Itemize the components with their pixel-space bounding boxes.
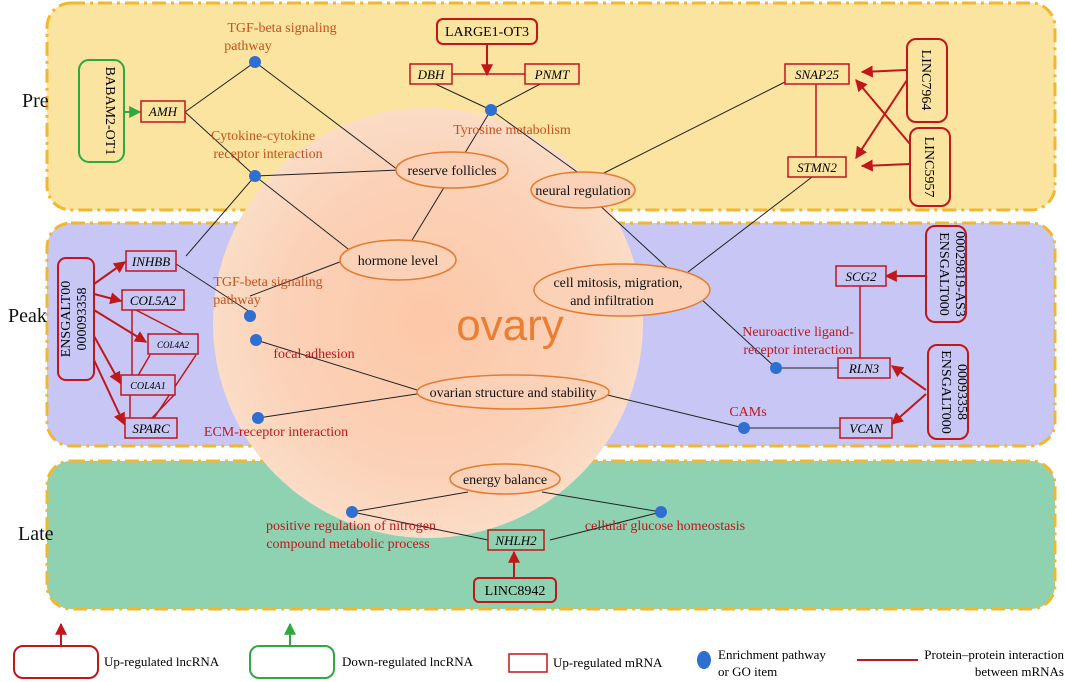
- neuroactive-label-2: receptor interaction: [743, 343, 852, 358]
- mrna-nodes: AMH DBH PNMT SNAP25 STMN2 INHBB COL5A2 C…: [120, 63, 893, 551]
- legend-enrich-dot: [697, 651, 711, 669]
- ellipse-structure: [416, 374, 610, 410]
- lnc-linc7964: LINC7964: [918, 50, 933, 111]
- ellipse-neural: [530, 171, 636, 209]
- legend-ppi-label-2: between mRNAs: [975, 664, 1064, 679]
- legend-up-mrna-swatch: [508, 653, 548, 673]
- tyrosine-label: Tyrosine metabolism: [453, 123, 571, 138]
- ellipse-energy: [449, 463, 561, 495]
- enrichment-dots: [244, 56, 782, 518]
- cams-label: CAMs: [729, 405, 766, 420]
- lnc-large1: LARGE1-OT3: [445, 25, 529, 40]
- legend-enrich-label-1: Enrichment pathway: [718, 647, 826, 662]
- mrna-inhbb: INHBB: [131, 254, 170, 269]
- tgf-pre-label-1: TGF-beta signaling: [227, 21, 336, 36]
- ovary-label: ovary: [456, 301, 564, 350]
- neural-regulation-label: neural regulation: [535, 184, 630, 199]
- lncrna-nodes: BABAM2-OT1 LARGE1-OT3 LINC7964 LINC5957 …: [57, 18, 969, 603]
- neuroactive-label-1: Neuroactive ligand-: [742, 325, 854, 340]
- tgf-peak-label-2: pathway: [213, 293, 260, 308]
- hormone-level-label: hormone level: [358, 254, 439, 269]
- ovary-circle: [213, 108, 643, 538]
- lnc-ensg-93358-right-1: ENSGALT000: [938, 350, 953, 434]
- mrna-rln3: RLN3: [848, 361, 880, 376]
- legend-up-mrna-label: Up-regulated mRNA: [553, 655, 663, 670]
- dot-focal: [250, 334, 262, 346]
- lnc-babam2: BABAM2-OT1: [102, 67, 117, 156]
- mrna-snap25: SNAP25: [795, 67, 840, 82]
- energy-balance-label: energy balance: [463, 473, 547, 488]
- lnc-linc5957: LINC5957: [921, 137, 936, 198]
- lnc-ensg-peak-left-2: 000093358: [75, 288, 90, 351]
- focal-label: focal adhesion: [273, 347, 354, 362]
- nitrogen-label-1: positive regulation of nitrogen: [266, 519, 436, 534]
- legend-down-lnc-swatch: [249, 645, 335, 679]
- tgf-peak-label-1: TGF-beta signaling: [213, 275, 322, 290]
- reserve-follicles-label: reserve follicles: [407, 164, 496, 179]
- network-edges: [169, 61, 842, 541]
- ellipse-mitosis: [533, 263, 711, 317]
- mrna-col5a2: COL5A2: [130, 293, 177, 308]
- legend-up-lnc-label: Up-regulated lncRNA: [104, 654, 220, 669]
- legend: Up-regulated lncRNA Down-regulated lncRN…: [13, 622, 1064, 679]
- pathway-labels: TGF-beta signaling pathway Cytokine-cyto…: [204, 21, 854, 552]
- ellipse-hormone: [339, 239, 457, 281]
- dot-glucose: [655, 506, 667, 518]
- nitrogen-label-2: compound metabolic process: [266, 537, 429, 552]
- stage-peak: Peak: [8, 305, 47, 327]
- legend-enrich-label-2: or GO item: [718, 664, 777, 679]
- dot-tgf-pre: [249, 56, 261, 68]
- dot-tyrosine: [485, 104, 497, 116]
- tgf-pre-label-2: pathway: [224, 39, 271, 54]
- ellipse-reserve: [395, 151, 509, 189]
- stage-pre: Pre: [22, 90, 49, 112]
- stage-late: Late: [18, 523, 54, 545]
- mrna-amh: AMH: [148, 104, 178, 119]
- dot-tgf-peak: [244, 310, 256, 322]
- dot-ecm: [252, 412, 264, 424]
- mrna-stmn2: STMN2: [797, 160, 837, 175]
- dot-cytokine: [249, 170, 261, 182]
- glucose-label: cellular glucose homeostasis: [585, 519, 745, 534]
- cytokine-label-2: receptor interaction: [213, 147, 322, 162]
- mrna-pnmt: PNMT: [534, 67, 570, 82]
- dot-neuroactive: [770, 362, 782, 374]
- legend-ppi-label-1: Protein–protein interaction: [924, 647, 1064, 662]
- dot-nitrogen: [346, 506, 358, 518]
- lnc-ensg-29819-1: ENSGALT000: [936, 232, 951, 316]
- mrna-scg2: SCG2: [845, 269, 877, 284]
- lnc-ensg-peak-left-1: ENSGALT00: [59, 281, 74, 358]
- structure-label: ovarian structure and stability: [430, 386, 597, 401]
- mitosis-label-2: and infiltration: [570, 294, 654, 309]
- function-nodes: reserve follicles neural regulation horm…: [339, 151, 711, 495]
- lnc-linc8942: LINC8942: [485, 584, 546, 599]
- legend-up-lnc-swatch: [13, 645, 99, 679]
- mitosis-label-1: cell mitosis, migration,: [553, 276, 682, 291]
- mrna-vcan: VCAN: [849, 421, 884, 436]
- mrna-col4a1: COL4A1: [130, 381, 166, 392]
- mrna-col4a2: COL4A2: [157, 340, 190, 350]
- lnc-ensg-93358-right-2: 00093358: [954, 364, 969, 420]
- ecm-label: ECM-receptor interaction: [204, 425, 348, 440]
- lnc-ensg-29819-2: 00029819-AS3: [952, 231, 967, 317]
- mrna-nhlh2: NHLH2: [494, 533, 537, 548]
- mrna-dbh: DBH: [417, 67, 445, 82]
- legend-down-lnc-label: Down-regulated lncRNA: [342, 654, 474, 669]
- dot-cams: [738, 422, 750, 434]
- cytokine-label-1: Cytokine-cytokine: [211, 129, 315, 144]
- mrna-sparc: SPARC: [132, 421, 170, 436]
